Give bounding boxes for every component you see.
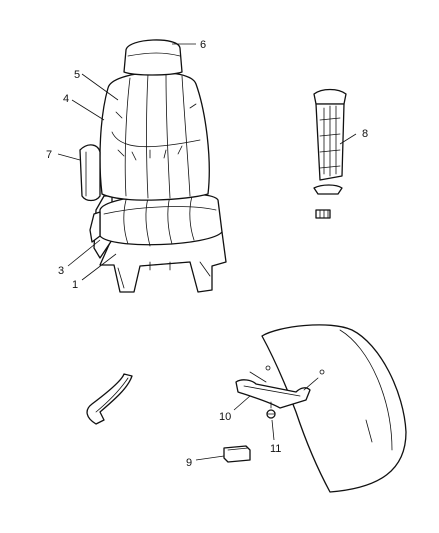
seat-assembly xyxy=(79,39,227,293)
leader-lines xyxy=(57,43,357,461)
callout-3: 3 xyxy=(58,265,64,277)
callout-11: 11 xyxy=(270,443,281,455)
callout-10: 10 xyxy=(219,411,231,423)
callout-5: 5 xyxy=(74,69,80,81)
seat-headrest xyxy=(123,39,183,76)
callout-7: 7 xyxy=(46,149,52,161)
callout-4: 4 xyxy=(63,93,69,105)
recliner-lever xyxy=(89,211,101,243)
callout-1: 1 xyxy=(72,279,78,291)
callout-8: 8 xyxy=(362,128,368,140)
assist-handle-installed xyxy=(235,371,319,409)
clip-block xyxy=(223,445,251,463)
callout-9: 9 xyxy=(186,457,192,469)
back-panel-insert xyxy=(313,88,347,219)
seat-back-shell xyxy=(261,324,407,493)
seat-cushion xyxy=(99,193,223,246)
callout-6: 6 xyxy=(200,39,206,51)
seat-backrest xyxy=(99,71,210,201)
assist-handle-loose xyxy=(86,373,133,425)
seat-armrest xyxy=(79,144,101,202)
screw xyxy=(266,401,276,419)
